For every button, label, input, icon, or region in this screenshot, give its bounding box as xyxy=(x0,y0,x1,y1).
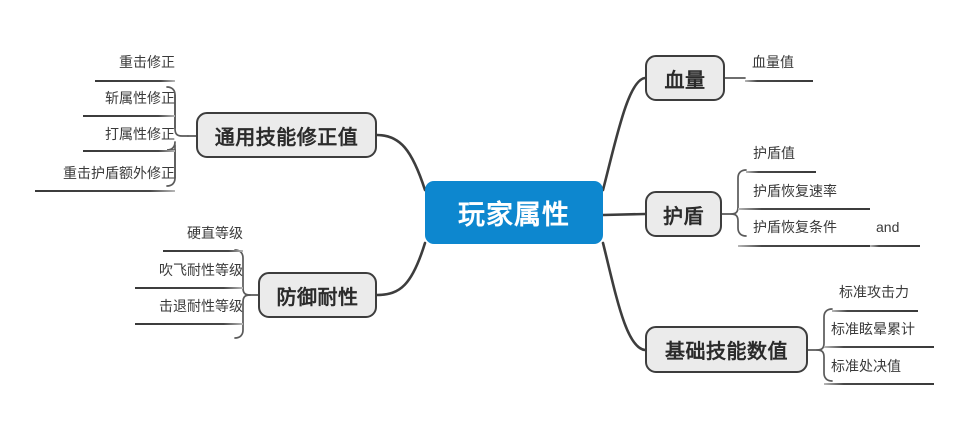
branch-label: 通用技能修正值 xyxy=(214,126,359,149)
leaf-rule-and xyxy=(870,245,920,247)
leaf-rule xyxy=(83,115,175,117)
leaf-label-xueliang-zhi[interactable]: 血量值 xyxy=(752,54,794,70)
leaf-label-jitui-naixing-dengji[interactable]: 击退耐性等级 xyxy=(159,298,243,314)
branch-node-health[interactable]: 血量 xyxy=(645,55,725,101)
leaf-label-biaozhun-xuanyun-leiji[interactable]: 标准眩晕累计 xyxy=(831,321,915,337)
edge-root-defense-resistance xyxy=(375,241,427,297)
branch-node-shield[interactable]: 护盾 xyxy=(645,191,722,237)
branch-label: 基础技能数值 xyxy=(665,341,788,363)
leaf-label-hudun-huifu-sulv[interactable]: 护盾恢复速率 xyxy=(753,183,837,199)
leaf-rule xyxy=(746,171,816,173)
leaf-rule xyxy=(135,323,243,325)
leaf-label-zhan-shuxing-xiuzheng[interactable]: 斩属性修正 xyxy=(105,90,175,106)
leaf-rule xyxy=(35,190,175,192)
bracket-base-skill-values xyxy=(816,308,833,382)
bracket-corner-defense-top xyxy=(242,287,251,296)
leaf-rule xyxy=(832,310,918,312)
leaf-rule xyxy=(83,150,175,152)
leaf-label-yingzhi-dengji[interactable]: 硬直等级 xyxy=(187,225,243,241)
leaf-label-chongji-xiuzheng[interactable]: 重击修正 xyxy=(119,54,175,70)
leaf-label-hudun-zhi[interactable]: 护盾值 xyxy=(753,145,795,161)
branch-node-base-skill-values[interactable]: 基础技能数值 xyxy=(645,326,808,373)
branch-node-general-skill-modifier[interactable]: 通用技能修正值 xyxy=(196,112,377,158)
leaf-rule xyxy=(738,245,870,247)
root-label: 玩家属性 xyxy=(458,200,570,230)
bracket-shield xyxy=(730,169,747,237)
leaf-label-chongji-hudun-exwai-xiuzheng[interactable]: 重击护盾额外修正 xyxy=(63,165,175,181)
leaf-rule xyxy=(824,346,934,348)
leaf-label-biaozhun-chujue-zhi[interactable]: 标准处决值 xyxy=(831,358,901,374)
leaf-rule xyxy=(824,383,934,385)
leaf-rule xyxy=(135,287,243,289)
leaf-rule xyxy=(95,80,175,82)
branch-label: 防御耐性 xyxy=(276,286,359,309)
branch-label: 护盾 xyxy=(663,205,704,228)
branch-label: 血量 xyxy=(664,69,706,92)
annotation-and: and xyxy=(876,219,900,235)
edge-root-general-skill-modifier xyxy=(375,133,427,192)
leaf-rule xyxy=(163,250,243,252)
leaf-label-chuifei-naixing-dengji[interactable]: 吹飞耐性等级 xyxy=(159,262,243,278)
bracket-corner-defense-bottom xyxy=(242,294,251,303)
leaf-rule xyxy=(738,208,870,210)
edge-root-shield xyxy=(601,212,647,217)
edge-root-health xyxy=(601,76,647,192)
edge-root-base-skill-values xyxy=(601,241,647,352)
leaf-label-hudun-huifu-tiaojian[interactable]: 护盾恢复条件 xyxy=(753,219,837,235)
leaf-label-biaozhun-gongjili[interactable]: 标准攻击力 xyxy=(839,284,909,300)
root-node-player-attributes[interactable]: 玩家属性 xyxy=(425,181,603,244)
leaf-rule xyxy=(745,80,813,82)
branch-node-defense-resistance[interactable]: 防御耐性 xyxy=(258,272,377,318)
leaf-label-da-shuxing-xiuzheng[interactable]: 打属性修正 xyxy=(105,126,175,142)
